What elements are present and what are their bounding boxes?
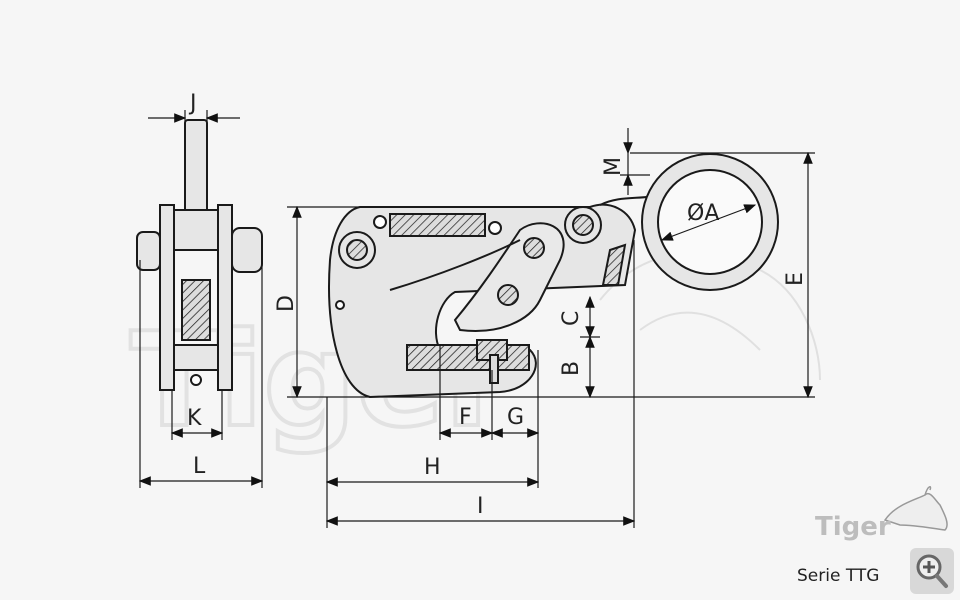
side-view-dimensions [138,110,264,488]
dim-label-c: C [559,311,584,326]
dim-label-b: B [559,361,584,376]
dim-label-k: K [187,406,202,431]
side-view [136,119,263,391]
zoom-in-icon [916,554,948,588]
series-label: Serie TTG [797,566,880,586]
brand-logo: Tiger [815,512,891,542]
dim-label-h: H [424,455,441,480]
dim-label-j: J [188,91,197,116]
dim-label-f: F [459,405,472,430]
dim-label-g: G [507,405,524,430]
front-view [328,153,779,399]
dim-label-d: D [274,295,299,312]
tiger-watermark-icon [599,252,821,381]
dim-label-a: ØA [687,201,719,226]
dim-label-e: E [783,272,808,286]
zoom-button[interactable] [910,548,954,594]
dim-label-l: L [193,454,206,479]
dim-label-i: I [477,494,484,519]
front-view-dimensions [287,128,815,528]
tiger-logo-icon [883,485,948,531]
dim-label-m: M [601,157,626,176]
